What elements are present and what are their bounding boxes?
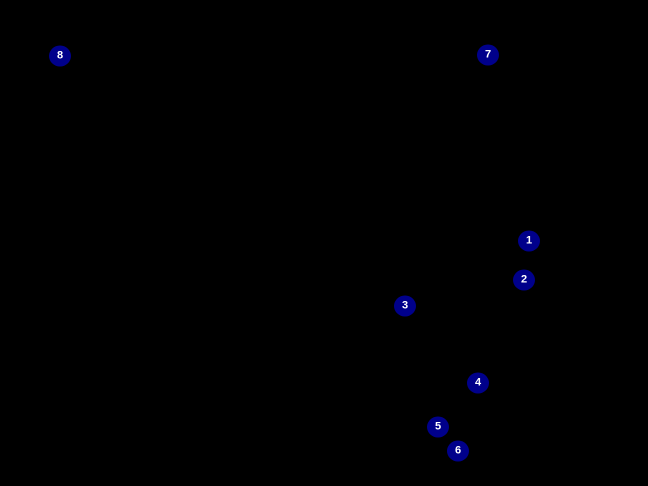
som-marker-3[interactable]: 3 [394, 295, 416, 317]
som-marker-label: 1 [525, 234, 533, 247]
som-marker-label: 2 [520, 273, 528, 286]
som-marker-label: 7 [484, 48, 492, 61]
som-marker-label: 3 [401, 299, 409, 312]
som-marker-label: 8 [56, 49, 64, 62]
som-marker-4[interactable]: 4 [467, 372, 489, 394]
som-marker-7[interactable]: 7 [477, 44, 499, 66]
som-marker-label: 5 [434, 420, 442, 433]
som-marker-8[interactable]: 8 [49, 45, 71, 67]
som-marker-5[interactable]: 5 [427, 416, 449, 438]
som-marker-label: 6 [454, 444, 462, 457]
som-marker-2[interactable]: 2 [513, 269, 535, 291]
som-marker-label: 4 [474, 376, 482, 389]
som-marker-6[interactable]: 6 [447, 440, 469, 462]
som-marker-1[interactable]: 1 [518, 230, 540, 252]
